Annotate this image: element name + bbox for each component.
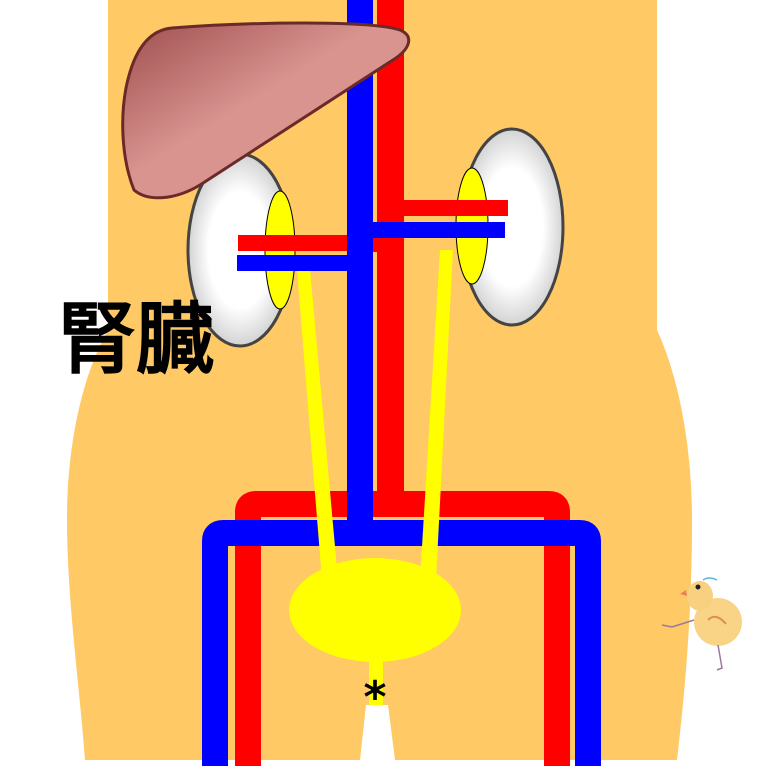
right-renal-artery [377,200,508,216]
iliac-vein [202,520,601,766]
left-ureter [296,258,338,580]
artery-crossing [373,238,377,252]
bladder [289,558,461,662]
right-ureter [420,250,453,580]
iliac-artery [235,491,570,766]
left-renal-vein [237,255,347,271]
kidney-label: 腎臓 [58,295,214,385]
left-renal-artery [238,235,347,251]
chick-illustration [661,577,742,671]
urethra [369,655,383,705]
liver [121,21,411,200]
aorta [377,0,404,500]
right-renal-vein [370,222,505,238]
urethra-marker: * [363,672,386,723]
